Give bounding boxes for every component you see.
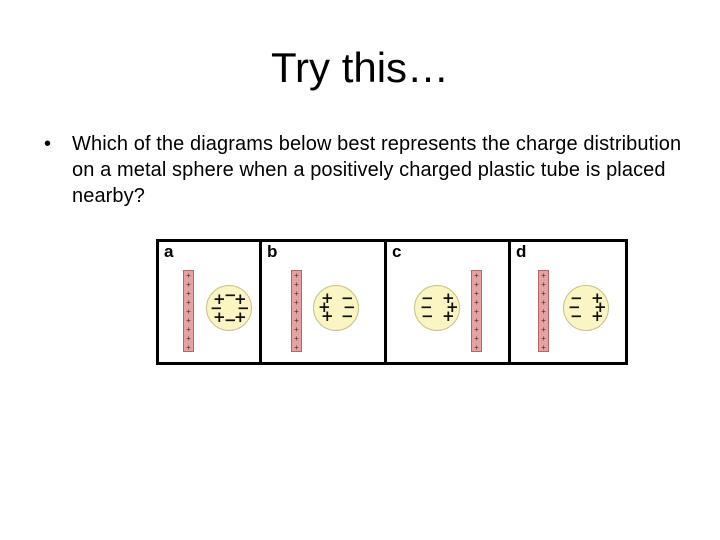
tube-charge: + xyxy=(541,307,546,316)
tube-charge: + xyxy=(186,289,191,298)
positive-charge: + xyxy=(234,308,247,326)
negative-charge: − xyxy=(341,307,354,325)
positive-charge: + xyxy=(213,308,226,326)
tube-charge: + xyxy=(474,271,479,280)
bullet-point: • xyxy=(44,133,52,155)
tube-charge: + xyxy=(474,334,479,343)
tube-charge: + xyxy=(294,280,299,289)
panel-label-c: c xyxy=(392,242,402,261)
tube-charge: + xyxy=(474,289,479,298)
positive-charge: + xyxy=(321,289,334,307)
negative-charge: − xyxy=(570,307,583,325)
charge-diagram-figure: a +++++++++ +−+−−+−+ b +++++++++ +−+−+− … xyxy=(156,239,628,365)
tube-charge: + xyxy=(294,325,299,334)
tube-charge: + xyxy=(474,316,479,325)
tube-charge: + xyxy=(294,271,299,280)
tube-charge: + xyxy=(186,298,191,307)
panel-label-a: a xyxy=(164,242,174,261)
negative-charge: − xyxy=(568,298,581,316)
panel-label-b: b xyxy=(267,242,278,261)
negative-charge: − xyxy=(420,298,433,316)
plastic-tube: +++++++++ xyxy=(538,270,549,352)
metal-sphere: −+−+−+ xyxy=(414,285,460,331)
tube-charge: + xyxy=(474,280,479,289)
negative-charge: − xyxy=(210,299,223,317)
tube-charge: + xyxy=(541,343,546,352)
panel-label-d: d xyxy=(516,242,527,261)
tube-charge: + xyxy=(541,334,546,343)
tube-charge: + xyxy=(186,271,191,280)
tube-charge: + xyxy=(541,280,546,289)
diagram-panel-b: b +++++++++ +−+−+− xyxy=(262,242,384,362)
negative-charge: − xyxy=(224,286,237,304)
positive-charge: + xyxy=(442,307,455,325)
tube-charge: + xyxy=(541,298,546,307)
negative-charge: − xyxy=(343,298,356,316)
plastic-tube: +++++++++ xyxy=(291,270,302,352)
tube-charge: + xyxy=(474,298,479,307)
diagram-panel-a: a +++++++++ +−+−−+−+ xyxy=(159,242,259,362)
tube-charge: + xyxy=(541,271,546,280)
positive-charge: + xyxy=(321,307,334,325)
tube-charge: + xyxy=(186,280,191,289)
tube-charge: + xyxy=(186,343,191,352)
tube-charge: + xyxy=(541,316,546,325)
negative-charge: − xyxy=(224,311,237,329)
tube-charge: + xyxy=(474,325,479,334)
tube-charge: + xyxy=(294,307,299,316)
positive-charge: + xyxy=(442,289,455,307)
tube-charge: + xyxy=(541,289,546,298)
tube-charge: + xyxy=(186,316,191,325)
diagram-panel-d: d +++++++++ −+−+−+ xyxy=(511,242,625,362)
negative-charge: − xyxy=(341,289,354,307)
tube-charge: + xyxy=(294,343,299,352)
negative-charge: − xyxy=(570,289,583,307)
tube-charge: + xyxy=(541,325,546,334)
tube-charge: + xyxy=(186,325,191,334)
negative-charge: − xyxy=(421,289,434,307)
tube-charge: + xyxy=(294,298,299,307)
diagram-panel-c: c −+−+−+ +++++++++ xyxy=(387,242,508,362)
negative-charge: − xyxy=(237,299,250,317)
tube-charge: + xyxy=(186,334,191,343)
positive-charge: + xyxy=(234,290,247,308)
tube-charge: + xyxy=(474,307,479,316)
slide-title: Try this… xyxy=(270,44,450,91)
positive-charge: + xyxy=(318,298,331,316)
positive-charge: + xyxy=(591,307,604,325)
metal-sphere: +−+−+− xyxy=(313,285,359,331)
plastic-tube: +++++++++ xyxy=(471,270,482,352)
tube-charge: + xyxy=(294,316,299,325)
positive-charge: + xyxy=(591,289,604,307)
tube-charge: + xyxy=(186,307,191,316)
positive-charge: + xyxy=(213,290,226,308)
positive-charge: + xyxy=(446,298,459,316)
plastic-tube: +++++++++ xyxy=(183,270,194,352)
negative-charge: − xyxy=(421,307,434,325)
tube-charge: + xyxy=(294,289,299,298)
tube-charge: + xyxy=(294,334,299,343)
tube-charge: + xyxy=(474,343,479,352)
metal-sphere: −+−+−+ xyxy=(563,285,609,331)
question-text: Which of the diagrams below best represe… xyxy=(72,133,682,207)
metal-sphere: +−+−−+−+ xyxy=(206,285,252,331)
positive-charge: + xyxy=(594,298,607,316)
